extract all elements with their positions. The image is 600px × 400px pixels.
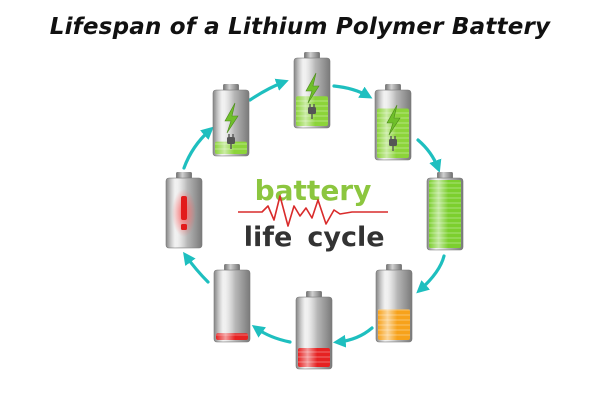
- cycle-arrow: [251, 325, 292, 344]
- cycle-arrow: [182, 126, 214, 170]
- battery-ring: [165, 52, 464, 370]
- battery-half: [375, 264, 413, 343]
- battery-low: [295, 291, 333, 370]
- battery-charging-low: [212, 84, 250, 157]
- battery-terminal: [224, 264, 240, 271]
- battery-terminal: [176, 172, 192, 179]
- battery-terminal: [304, 52, 320, 59]
- battery-highlight: [216, 271, 248, 341]
- cycle-arrow: [332, 326, 374, 348]
- logo-cycle-word: cycle: [307, 222, 384, 253]
- battery-highlight: [429, 179, 461, 249]
- battery-terminal: [386, 264, 402, 271]
- battery-life-cycle-logo: battery life cycle: [238, 174, 388, 253]
- battery-charging-high: [374, 84, 412, 161]
- battery-terminal: [385, 84, 401, 91]
- cycle-arrow: [183, 251, 210, 284]
- battery-empty-warning: [165, 172, 203, 249]
- battery-highlight: [298, 298, 330, 368]
- battery-charging-mid: [293, 52, 331, 129]
- cycle-arrow: [332, 84, 373, 99]
- battery-highlight: [378, 271, 410, 341]
- battery-full: [426, 172, 464, 251]
- bolt-plug-icon: [386, 104, 401, 151]
- battery-terminal: [223, 84, 239, 91]
- cycle-arrows: [182, 78, 446, 348]
- battery-terminal: [437, 172, 453, 179]
- battery-critical: [213, 264, 251, 343]
- cycle-arrow: [416, 254, 446, 294]
- page-title: Lifespan of a Lithium Polymer Battery: [49, 14, 551, 40]
- cycle-arrow: [248, 78, 289, 102]
- exclamation-icon: [172, 189, 196, 237]
- battery-terminal: [306, 291, 322, 298]
- logo-battery-word: battery: [255, 174, 372, 207]
- logo-life-word: life: [244, 222, 293, 253]
- bolt-plug-icon: [224, 102, 239, 149]
- cycle-arrow: [416, 138, 442, 173]
- heartbeat-pulse-line: [238, 195, 388, 227]
- bolt-plug-icon: [305, 72, 320, 119]
